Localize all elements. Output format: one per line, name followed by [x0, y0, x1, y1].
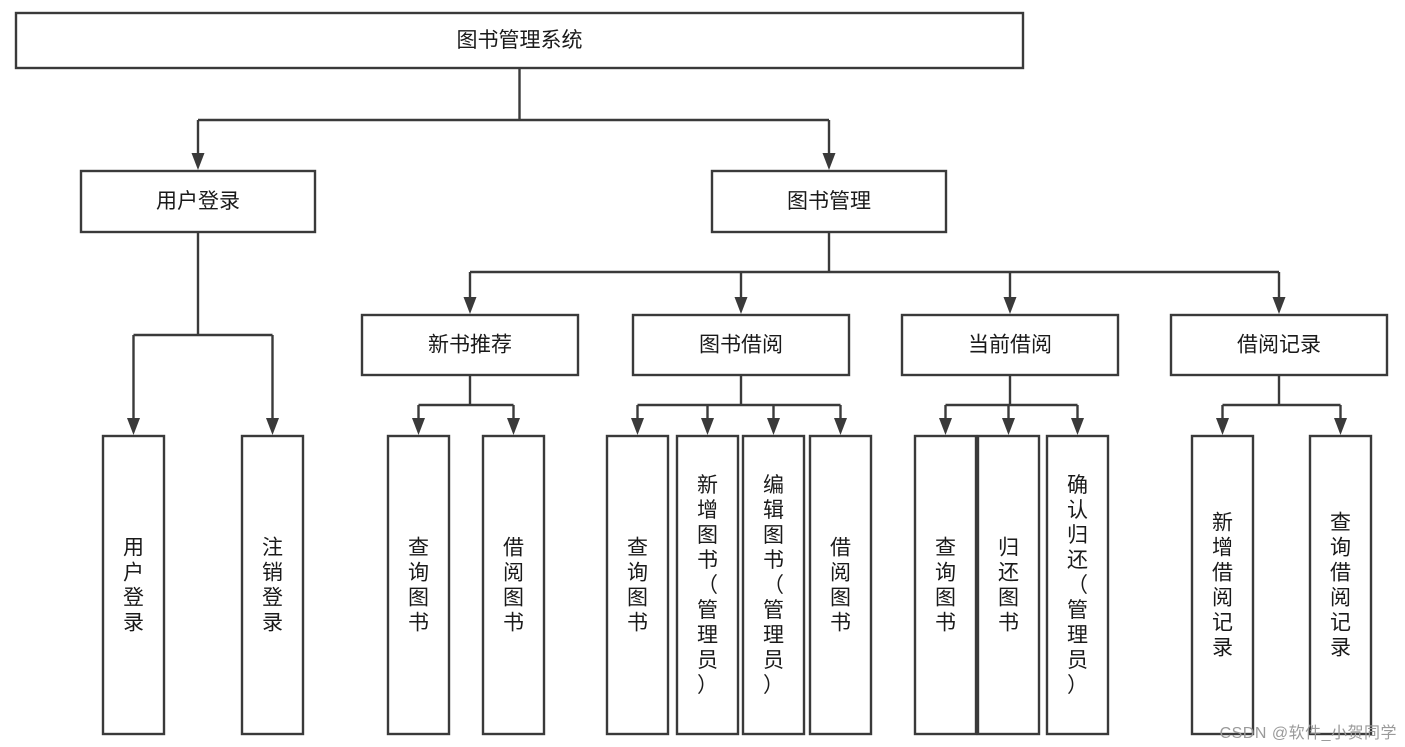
node-label-leaf-newbook-query: 查询图书	[408, 537, 429, 635]
node-leaf-records-query[interactable]: 查询借阅记录	[1308, 434, 1373, 736]
node-leaf-borrow-edit[interactable]: 编辑图书（管理员）	[741, 434, 806, 736]
node-leaf-newbook-borrow[interactable]: 借阅图书	[481, 434, 546, 736]
connector-group-login	[127, 232, 279, 435]
node-box-leaf-records-add	[1190, 434, 1255, 736]
node-label-leaf-newbook-borrow: 借阅图书	[503, 537, 524, 635]
connector-group-root	[191, 68, 836, 170]
node-box-leaf-newbook-query	[386, 434, 451, 736]
node-label-newbook: 新书推荐	[428, 334, 512, 357]
node-box-leaf-user-login	[101, 434, 166, 736]
node-label-leaf-user-logout: 注销登录	[262, 537, 283, 635]
node-box-records	[1169, 313, 1389, 377]
connector-group-borrow	[631, 375, 847, 435]
node-label-bookmgmt: 图书管理	[787, 190, 871, 213]
connector-group-records	[1216, 375, 1347, 435]
node-box-root	[14, 11, 1025, 70]
node-leaf-user-logout[interactable]: 注销登录	[240, 434, 305, 736]
node-newbook[interactable]: 新书推荐	[360, 313, 580, 377]
node-box-leaf-current-return	[976, 434, 1041, 736]
node-box-borrow	[631, 313, 851, 377]
node-bookmgmt[interactable]: 图书管理	[710, 169, 948, 234]
node-label-leaf-borrow-query: 查询图书	[627, 537, 648, 635]
node-box-leaf-current-confirm	[1045, 434, 1110, 736]
node-leaf-current-return[interactable]: 归还图书	[976, 434, 1041, 736]
node-box-leaf-current-query	[913, 434, 978, 736]
node-root[interactable]: 图书管理系统	[14, 11, 1025, 70]
node-label-root: 图书管理系统	[457, 29, 583, 52]
node-label-borrow: 图书借阅	[699, 334, 783, 357]
connector-group-newbook	[412, 375, 520, 435]
node-box-leaf-user-logout	[240, 434, 305, 736]
node-box-leaf-records-query	[1308, 434, 1373, 736]
node-box-newbook	[360, 313, 580, 377]
node-label-leaf-current-return: 归还图书	[998, 537, 1019, 635]
connector-group-current	[939, 375, 1084, 435]
node-box-leaf-borrow-query	[605, 434, 670, 736]
node-box-leaf-borrow-lend	[808, 434, 873, 736]
connector-layer	[127, 68, 1347, 435]
node-leaf-newbook-query[interactable]: 查询图书	[386, 434, 451, 736]
node-label-records: 借阅记录	[1237, 334, 1321, 357]
node-label-leaf-user-login: 用户登录	[123, 537, 144, 635]
node-leaf-borrow-add[interactable]: 新增图书（管理员）	[675, 434, 740, 736]
node-label-leaf-current-query: 查询图书	[935, 537, 956, 635]
node-label-leaf-borrow-lend: 借阅图书	[830, 537, 851, 635]
node-borrow[interactable]: 图书借阅	[631, 313, 851, 377]
node-leaf-records-add[interactable]: 新增借阅记录	[1190, 434, 1255, 736]
node-box-leaf-newbook-borrow	[481, 434, 546, 736]
connector-group-bookmgmt	[463, 232, 1286, 314]
node-box-leaf-borrow-add	[675, 434, 740, 736]
node-records[interactable]: 借阅记录	[1169, 313, 1389, 377]
node-leaf-borrow-query[interactable]: 查询图书	[605, 434, 670, 736]
node-layer: 图书管理系统用户登录图书管理新书推荐图书借阅当前借阅借阅记录用户登录注销登录查询…	[14, 11, 1389, 736]
node-label-leaf-records-query: 查询借阅记录	[1330, 512, 1351, 660]
node-label-leaf-records-add: 新增借阅记录	[1212, 512, 1233, 660]
node-leaf-user-login[interactable]: 用户登录	[101, 434, 166, 736]
node-box-current	[900, 313, 1120, 377]
node-login[interactable]: 用户登录	[79, 169, 317, 234]
node-leaf-current-query[interactable]: 查询图书	[913, 434, 978, 736]
node-leaf-current-confirm[interactable]: 确认归还（管理员）	[1045, 434, 1110, 736]
node-label-leaf-borrow-add: 新增图书（管理员）	[697, 474, 718, 697]
node-label-leaf-current-confirm: 确认归还（管理员）	[1067, 474, 1088, 697]
node-label-leaf-borrow-edit: 编辑图书（管理员）	[763, 474, 784, 697]
node-label-current: 当前借阅	[968, 334, 1052, 357]
node-leaf-borrow-lend[interactable]: 借阅图书	[808, 434, 873, 736]
node-box-bookmgmt	[710, 169, 948, 234]
node-box-leaf-borrow-edit	[741, 434, 806, 736]
node-box-login	[79, 169, 317, 234]
node-current[interactable]: 当前借阅	[900, 313, 1120, 377]
node-label-login: 用户登录	[156, 190, 240, 213]
